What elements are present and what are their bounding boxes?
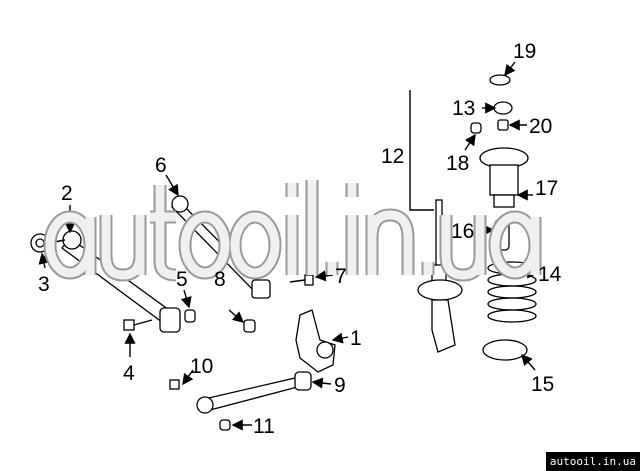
strut xyxy=(417,199,463,353)
callout-1: 1 xyxy=(350,327,362,350)
nut-8 xyxy=(243,319,256,333)
callout-2: 2 xyxy=(61,182,73,205)
callout-4: 4 xyxy=(123,362,135,385)
callout-19: 19 xyxy=(513,40,536,63)
callout-20: 20 xyxy=(529,115,552,138)
callout-15: 15 xyxy=(531,373,554,396)
callout-16: 16 xyxy=(451,220,474,243)
trailing-arm xyxy=(169,371,312,431)
callout-12: 12 xyxy=(381,145,404,168)
callout-labels: 1 2 3 4 5 6 7 8 9 10 11 12 13 14 15 16 1… xyxy=(38,40,562,438)
bolt-4 xyxy=(123,319,153,331)
knuckle xyxy=(295,309,336,373)
callout-14: 14 xyxy=(538,263,562,286)
callout-9: 9 xyxy=(334,374,346,397)
callout-10: 10 xyxy=(190,355,213,378)
leader-lines xyxy=(38,61,539,431)
watermark-badge: autooil.in.ua xyxy=(545,452,640,471)
callout-7: 7 xyxy=(335,265,347,288)
callout-11: 11 xyxy=(253,415,275,438)
callout-8: 8 xyxy=(214,268,226,291)
callout-3: 3 xyxy=(38,273,50,296)
bolt-7 xyxy=(289,274,314,286)
callout-17: 17 xyxy=(535,177,558,200)
callout-13: 13 xyxy=(452,97,475,120)
nut-5 xyxy=(184,309,196,323)
watermark-graphic xyxy=(43,180,542,282)
callout-6: 6 xyxy=(155,154,167,177)
callout-18: 18 xyxy=(446,152,469,175)
callout-5: 5 xyxy=(176,268,188,291)
